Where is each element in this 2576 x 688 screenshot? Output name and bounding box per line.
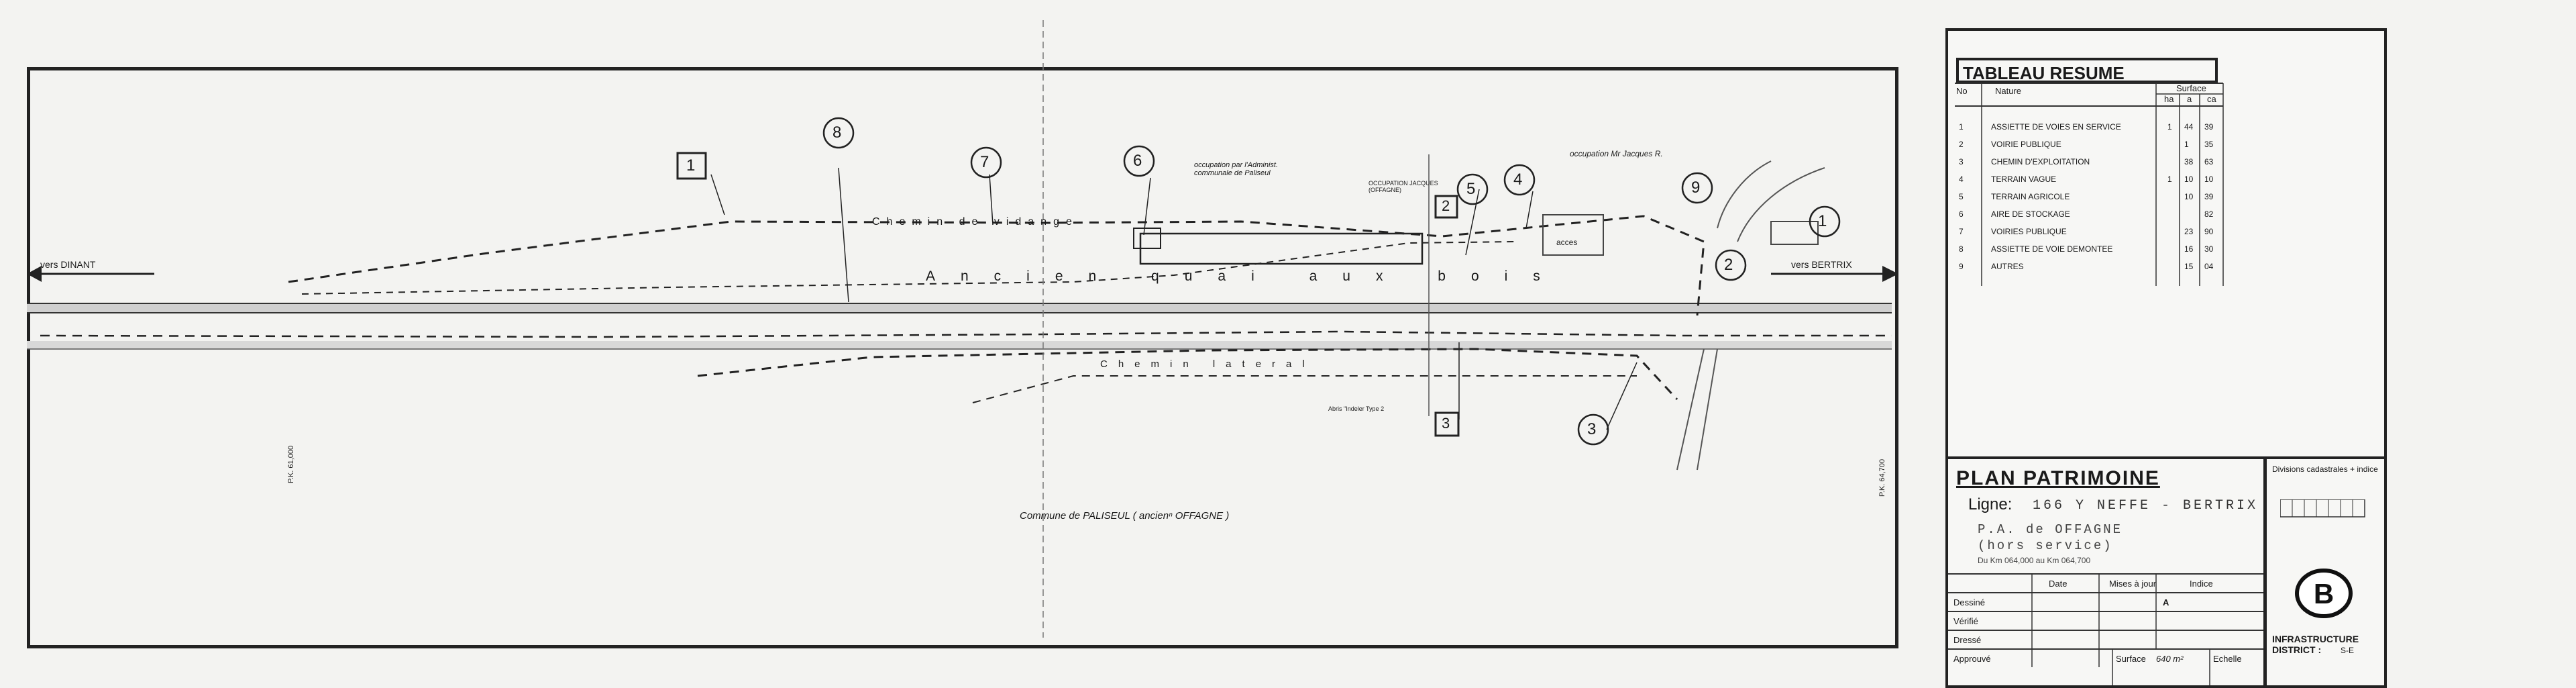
indice-value: A bbox=[2163, 597, 2169, 607]
divisions-label: Divisions cadastrales + indice bbox=[2272, 464, 2378, 474]
marker-circle-6 bbox=[1123, 145, 1155, 177]
infrastructure-label: INFRASTRUCTURE DISTRICT : bbox=[2272, 634, 2359, 655]
marker-circle-4 bbox=[1503, 164, 1536, 196]
marker-box-1 bbox=[676, 152, 707, 180]
marker-circle-1 bbox=[1809, 205, 1841, 238]
marker-label-4: 4 bbox=[1513, 170, 1523, 189]
arrow-left-dinant bbox=[27, 266, 154, 282]
box-label-3: 3 bbox=[1442, 415, 1450, 432]
box-label-2: 2 bbox=[1442, 197, 1450, 214]
plan-title: PLAN PATRIMOINE bbox=[1956, 467, 2160, 489]
marker-circle-8 bbox=[822, 117, 855, 149]
marker-circle-3 bbox=[1577, 413, 1609, 446]
verifie-row: Vérifié bbox=[1948, 611, 2263, 631]
marker-circle-5 bbox=[1456, 173, 1489, 205]
marker-label-7: 7 bbox=[980, 153, 989, 171]
du-km: Du Km 064,000 au Km 064,700 bbox=[1978, 556, 2091, 565]
label-chemin-lateral: Chemin lateral bbox=[1100, 358, 1316, 370]
marker-label-1: 1 bbox=[1818, 212, 1827, 230]
sncb-logo-icon: B bbox=[2295, 569, 2353, 618]
label-vers-bertrix: vers BERTRIX bbox=[1791, 259, 1852, 270]
marker-circle-9 bbox=[1681, 172, 1713, 204]
marker-label-6: 6 bbox=[1133, 152, 1142, 170]
label-abris: Abris "Indeler Type 2 bbox=[1328, 405, 1385, 412]
col-unit-ca: ca bbox=[2207, 94, 2216, 104]
marker-label-5: 5 bbox=[1466, 180, 1476, 198]
label-acces: acces bbox=[1556, 238, 1578, 247]
col-surface: Surface bbox=[2176, 83, 2206, 93]
division-grid bbox=[2280, 499, 2365, 518]
svg-text:B: B bbox=[2314, 578, 2334, 609]
mises-a-jour: Mises à jour bbox=[2109, 579, 2157, 589]
label-commune: Commune de PALISEUL ( ancienⁿ OFFAGNE ) bbox=[1020, 510, 1230, 522]
box-label-1: 1 bbox=[686, 156, 696, 175]
title-block: PLAN PATRIMOINE Ligne: 166 Y NEFFE - BER… bbox=[1945, 456, 2266, 688]
tableau-title: TABLEAU RESUME bbox=[1956, 58, 2218, 83]
boundary-lower bbox=[40, 330, 1892, 338]
approuve-row: Approuvé Surface 640 m² Echelle bbox=[1948, 648, 2263, 669]
marker-label-3: 3 bbox=[1587, 420, 1597, 438]
col-nature: Nature bbox=[1995, 86, 2022, 96]
marker-label-8: 8 bbox=[833, 124, 842, 142]
label-vers-dinant: vers DINANT bbox=[40, 259, 96, 270]
marker-label-2: 2 bbox=[1724, 256, 1733, 274]
col-no: No bbox=[1956, 86, 1968, 96]
indice-label: Indice bbox=[2190, 579, 2213, 589]
ligne-label: Ligne: bbox=[1968, 495, 2012, 513]
col-unit-ha: ha bbox=[2164, 94, 2174, 104]
marker-box-2 bbox=[1434, 195, 1458, 219]
dessine-row: Dessiné A bbox=[1948, 592, 2263, 612]
tableau-grid bbox=[1955, 83, 2224, 286]
label-occupation-offagne: OCCUPATION JACQUES (OFFAGNE) bbox=[1368, 180, 1438, 193]
district-value: S-E bbox=[2341, 646, 2355, 655]
label-occupation-jacques: occupation Mr Jacques R. bbox=[1570, 149, 1663, 158]
header-row: Date Mises à jour Indice bbox=[1948, 573, 2263, 593]
surface-label: Surface bbox=[2116, 654, 2146, 664]
side-box: Divisions cadastrales + indice B INFRAST… bbox=[2264, 456, 2387, 688]
dresse-row: Dressé bbox=[1948, 630, 2263, 650]
title-grid bbox=[2031, 573, 2210, 685]
pa-line1: P.A. de OFFAGNE bbox=[1978, 522, 2123, 537]
label-ancien-quai: Ancien quai aux bois bbox=[926, 268, 1566, 284]
col-unit-a: a bbox=[2187, 94, 2192, 104]
arrow-right-bertrix bbox=[1771, 266, 1898, 282]
surface-value: 640 m² bbox=[2156, 654, 2184, 664]
marker-label-9: 9 bbox=[1691, 179, 1701, 197]
label-chemin-vidange: Chemin de vidange bbox=[872, 216, 1079, 228]
boundary-upper bbox=[288, 215, 1705, 316]
second-track bbox=[27, 341, 1892, 349]
label-occupation-commune: occupation par l'Administ. communale de … bbox=[1194, 161, 1278, 177]
main-track bbox=[27, 303, 1892, 313]
marker-circle-2 bbox=[1715, 249, 1747, 281]
marker-circle-7 bbox=[970, 146, 1002, 179]
date-col: Date bbox=[2049, 579, 2068, 589]
echelle-label: Echelle bbox=[2213, 654, 2242, 664]
plan-frame bbox=[27, 67, 1898, 648]
ligne-value: 166 Y NEFFE - BERTRIX bbox=[2033, 498, 2259, 513]
marker-box-3 bbox=[1434, 411, 1460, 437]
pa-line2: (hors service) bbox=[1978, 538, 2113, 553]
